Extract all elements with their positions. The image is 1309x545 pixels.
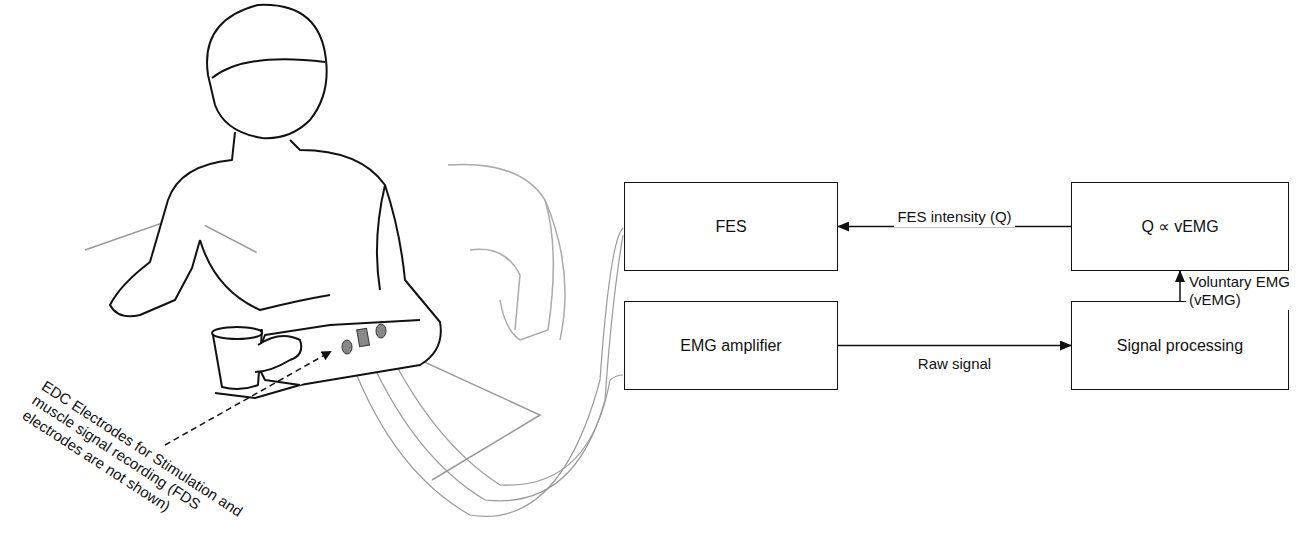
leader-line xyxy=(165,352,330,445)
signal-label: Raw signal xyxy=(915,354,994,374)
person xyxy=(110,5,441,398)
chair xyxy=(448,164,565,340)
box-text: Signal processing xyxy=(1109,333,1251,359)
box-text: Q ∝ vEMG xyxy=(1133,213,1226,240)
signal-label: Voluntary EMG (vEMG) xyxy=(1186,272,1302,310)
amplifier-box: EMG amplifier xyxy=(624,301,838,390)
callout-note: EDC Electrodes for Stimulation and muscl… xyxy=(20,377,249,545)
box-text: FES xyxy=(707,214,754,240)
box-text: EMG amplifier xyxy=(672,333,789,359)
arrow-connector xyxy=(1179,271,1181,301)
signal-label: FES intensity (Q) xyxy=(894,207,1014,227)
electrodes xyxy=(342,324,386,354)
processing-box: Signal processing xyxy=(1071,301,1289,390)
controller-box: Q ∝ vEMG xyxy=(1071,182,1289,271)
arrow-connector xyxy=(838,345,1071,347)
fes-box: FES xyxy=(624,182,838,271)
